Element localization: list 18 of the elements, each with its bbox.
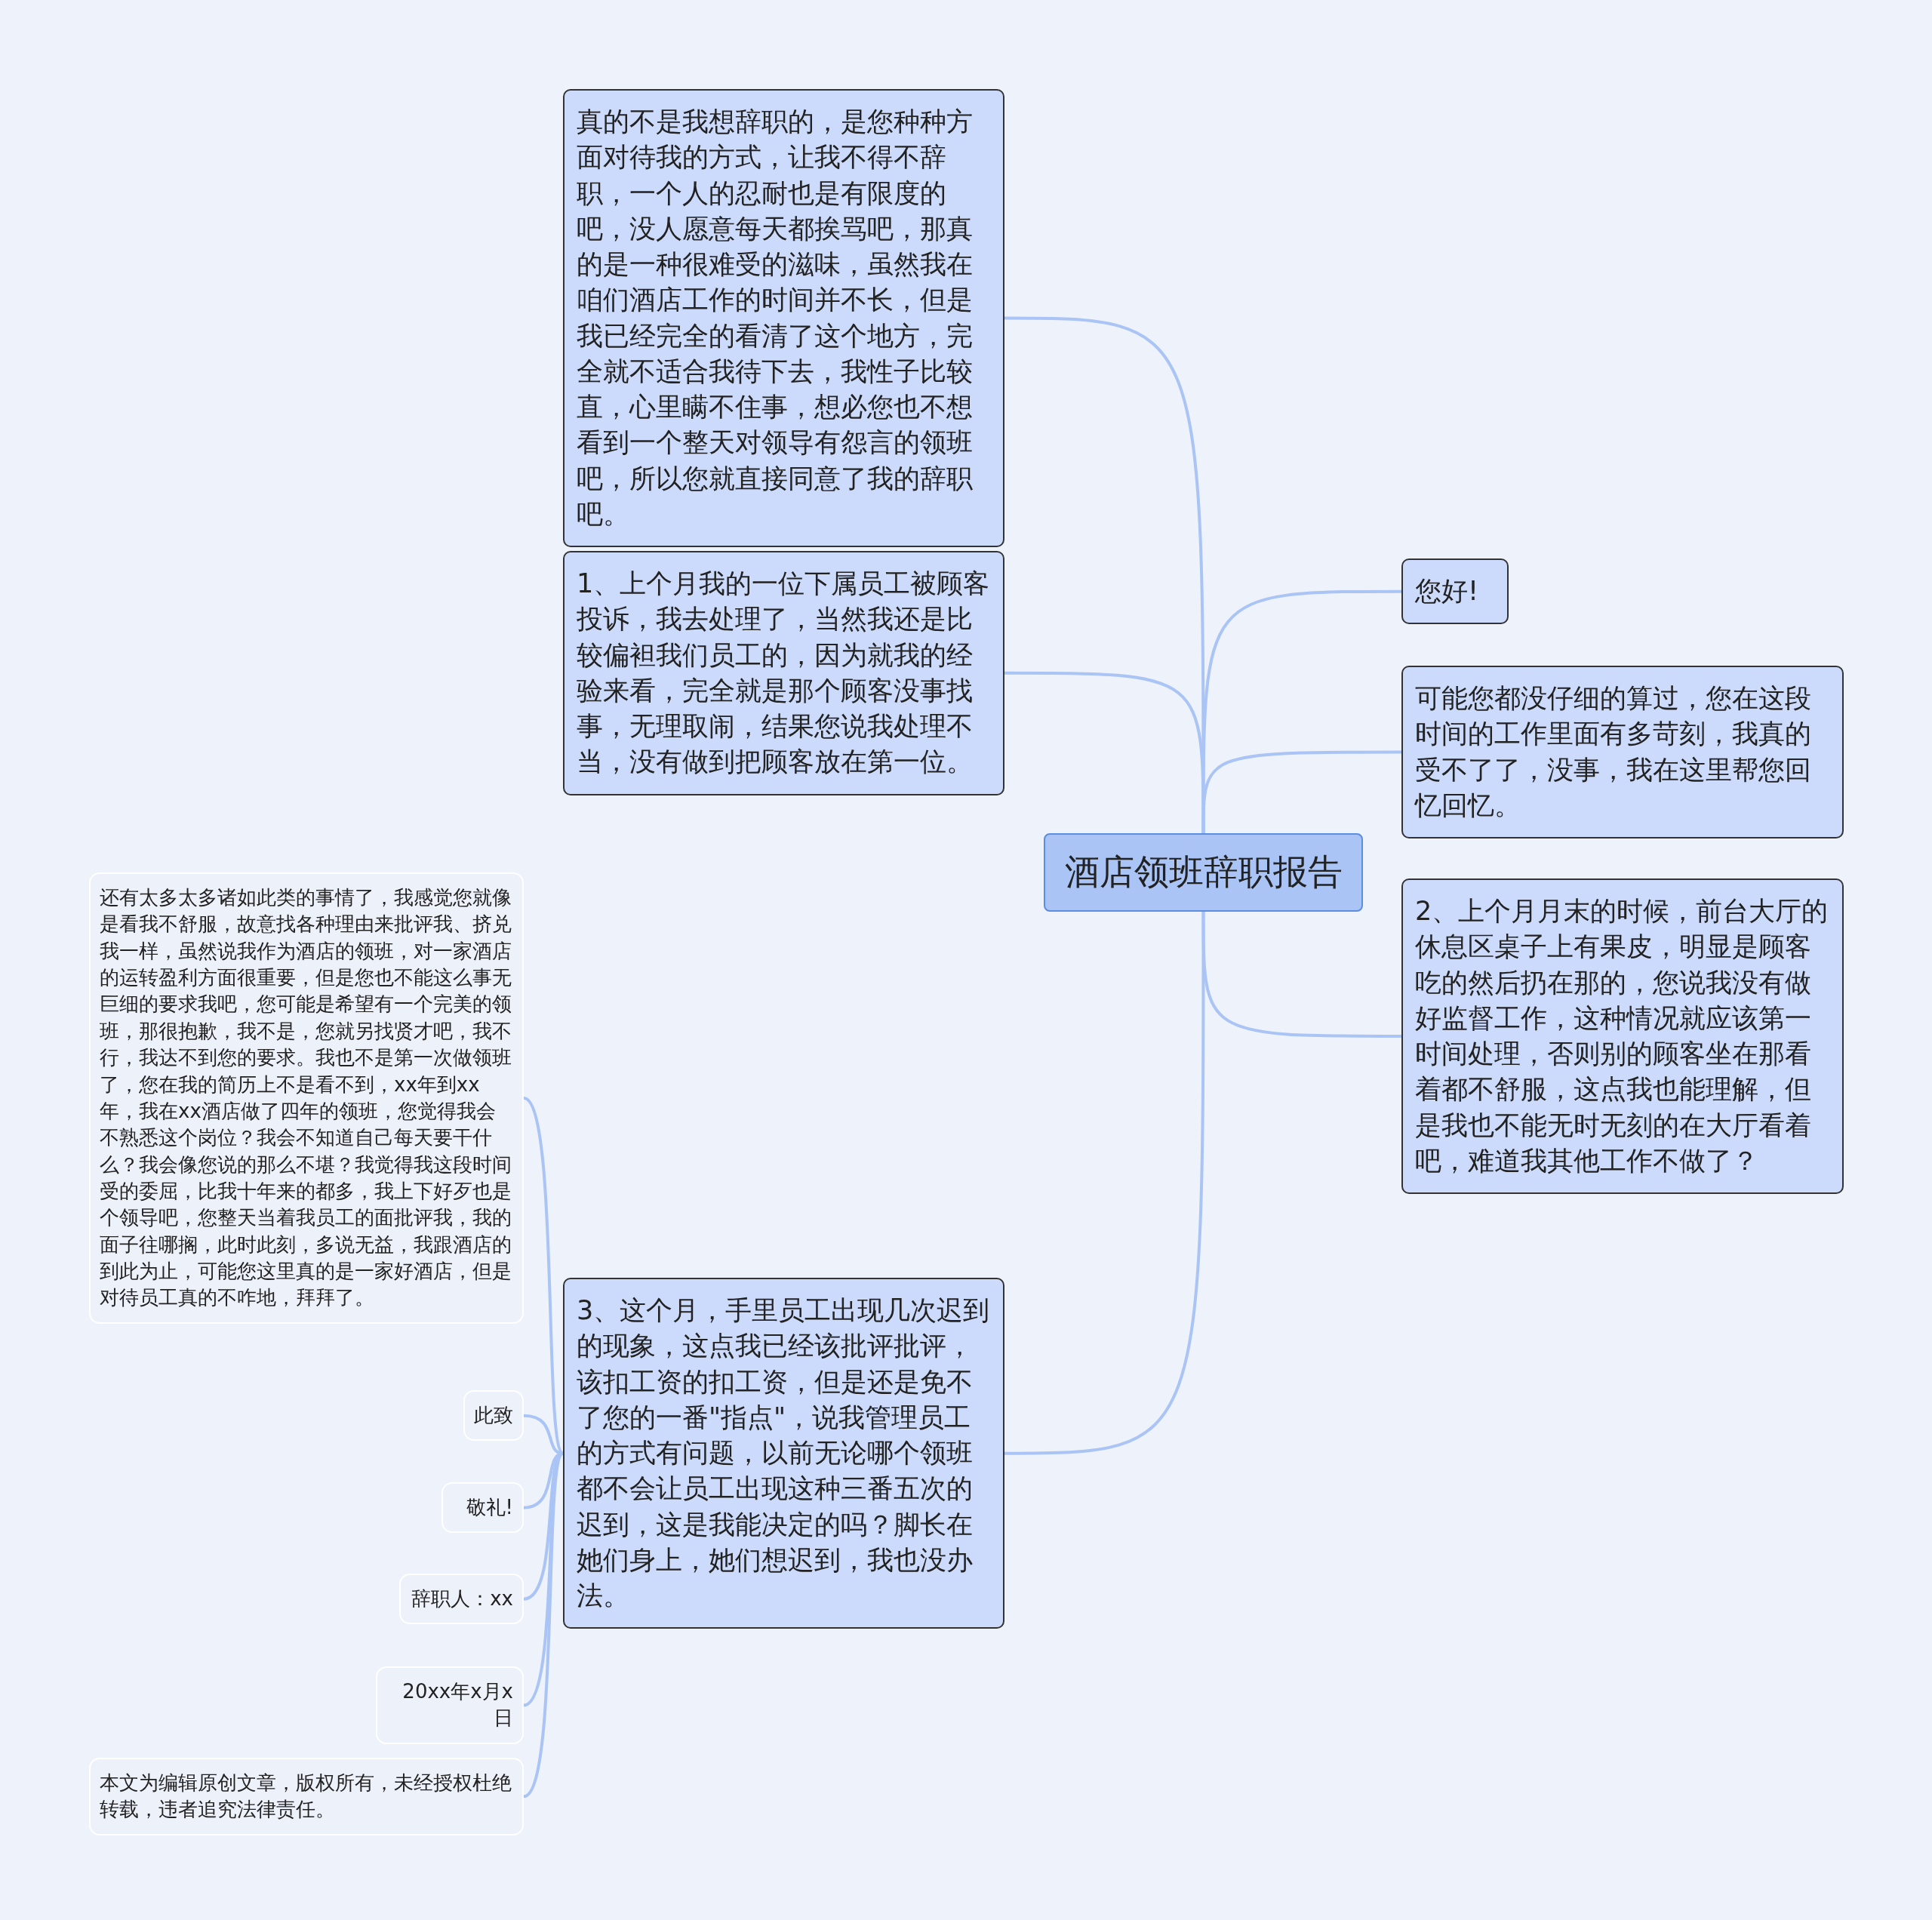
central-topic-box: 酒店领班辞职报告	[1044, 833, 1363, 912]
topic-box: 1、上个月我的一位下属员工被顾客投诉，我去处理了，当然我还是比较偏袒我们员工的，因为就我的经验来看，完全就是那个顾客没事找事，无理取闹，结果您说我处理不当，没有做到把顾客放在第一位。	[563, 551, 1004, 795]
topic-box: 2、上个月月末的时候，前台大厅的休息区桌子上有果皮，明显是顾客吃的然后扔在那的，您说我没有做好监督工作，这种情况就应该第一时间处理，否则别的顾客坐在那看着都不舒服，这点我也能理解，但是我也不能无时无刻的在大厅看着吧，难道我其他工作不做了？	[1401, 878, 1844, 1194]
connector-line	[522, 1097, 565, 1454]
connector-line	[1004, 911, 1205, 1455]
topic-box: 20xx年x月x日	[376, 1666, 524, 1744]
topic-box: 本文为编辑原创文章，版权所有，未经授权杜绝转载，违者追究法律责任。	[89, 1758, 524, 1835]
topic-box: 可能您都没仔细的算过，您在这段时间的工作里面有多苛刻，我真的受不了了，没事，我在这里帮您回忆回忆。	[1401, 666, 1844, 838]
topic-box: 3、这个月，手里员工出现几次迟到的现象，这点我已经该批评批评，该扣工资的扣工资，但是还是免不了您的一番"指点"，说我管理员工的方式有问题，以前无论哪个领班都不会让员工出现这种三番五次的迟到，这是我能决定的吗？脚长在她们身上，她们想迟到，我也没办法。	[563, 1278, 1004, 1629]
connector-line	[1201, 750, 1401, 833]
connector-line	[1201, 589, 1401, 833]
topic-box: 还有太多太多诸如此类的事情了，我感觉您就像是看我不舒服，故意找各种理由来批评我、挤兑我一样，虽然说我作为酒店的领班，对一家酒店的运转盈利方面很重要，但是您也不能这么事无巨细的要求我吧，您可能是希望有一个完美的领班，那很抱歉，我不是，您就另找贤才吧，我不行，我达不到您的要求。我也不是第一次做领班了，您在我的简历上不是看不到，xx年到xx年，我在xx酒店做了四年的领班，您觉得我会不熟悉这个岗位？我会不知道自己每天要干什么？我会像您说的那么不堪？我觉得我这段时间受的委屈，比我十年来的都多，我上下好歹也是个领导吧，您整天当着我员工的面批评我，我的面子往哪搁，此时此刻，多说无益，我跟酒店的到此为止，可能您这里真的是一家好酒店，但是对待员工真的不咋地，拜拜了。	[89, 872, 524, 1324]
topic-box: 此致	[463, 1390, 524, 1442]
topic-box: 您好!	[1401, 558, 1509, 625]
topic-box: 敬礼!	[441, 1482, 524, 1534]
connector-line	[1201, 911, 1401, 1038]
topic-box: 真的不是我想辞职的，是您种种方面对待我的方式，让我不得不辞职，一个人的忍耐也是有限度的吧，没人愿意每天都挨骂吧，那真的是一种很难受的滋味，虽然我在咱们酒店工作的时间并不长，但是我已经完全的看清了这个地方，完全就不适合我待下去，我性子比较直，心里瞒不住事，想必您也不想看到一个整天对领导有怨言的领班吧，所以您就直接同意了我的辞职吧。	[563, 89, 1004, 547]
topic-box: 辞职人：xx	[399, 1574, 524, 1625]
